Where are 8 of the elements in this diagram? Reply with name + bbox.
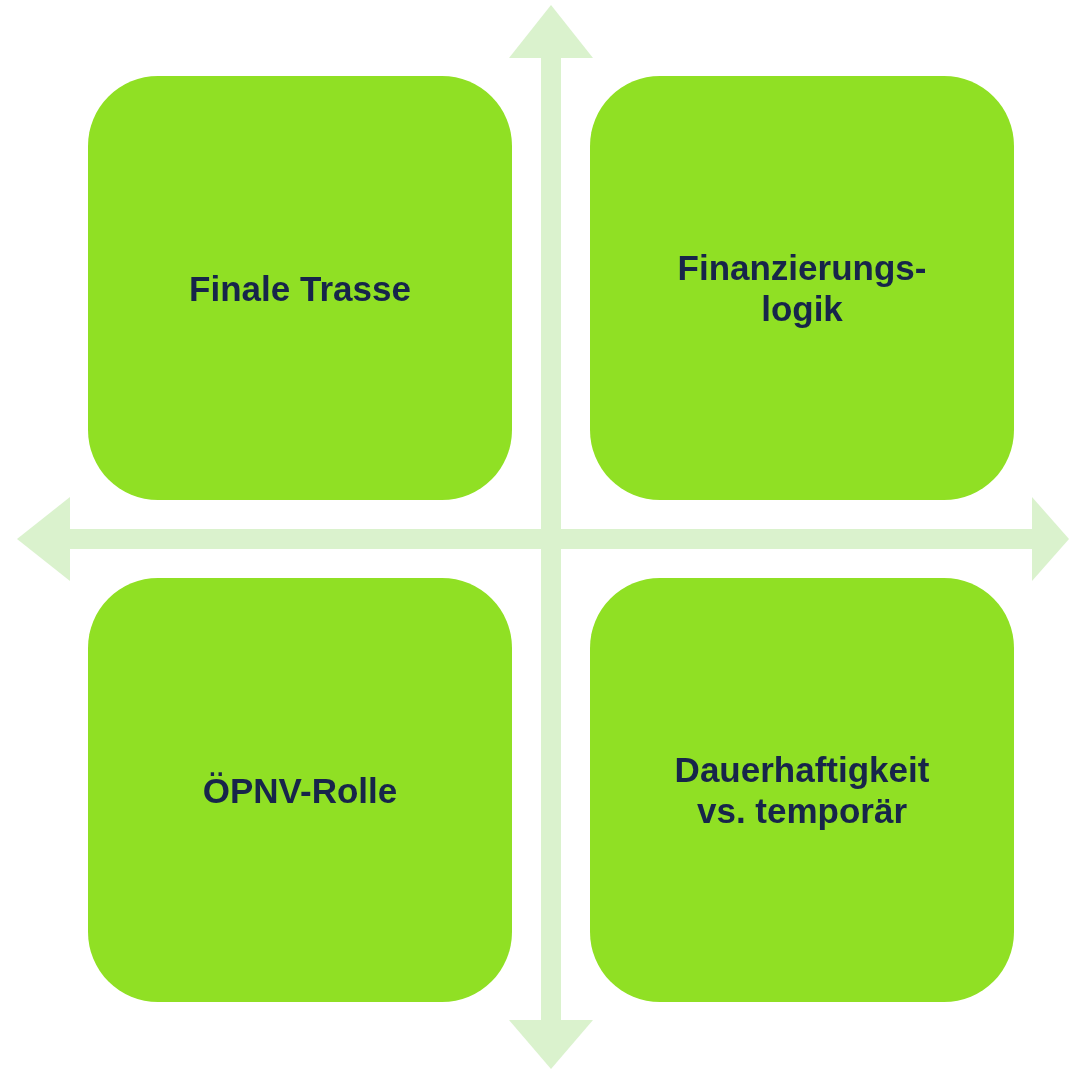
quadrant-label: Finale Trasse <box>189 267 411 309</box>
quadrant-label: Finanzierungs- logik <box>676 247 928 329</box>
quadrant-box <box>590 76 1014 500</box>
quadrant-box <box>88 578 512 1002</box>
quadrant-label: ÖPNV-Rolle <box>202 769 398 811</box>
quadrant-box <box>88 76 512 500</box>
quadrant-box <box>590 578 1014 1002</box>
quadrant-label: Dauerhaftigkeit vs. temporär <box>673 749 931 831</box>
